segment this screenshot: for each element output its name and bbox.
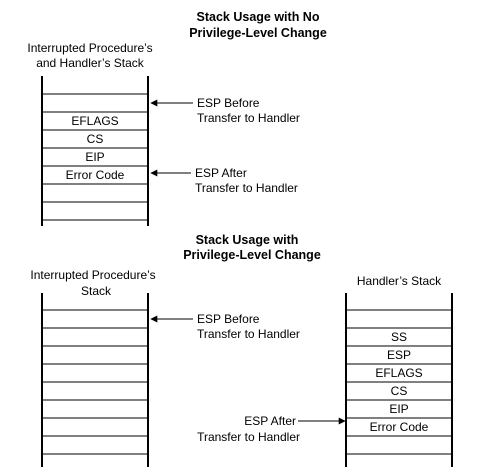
bottom-esp-after-line2: Transfer to Handler — [197, 430, 300, 444]
stack-cell: ESP — [387, 348, 411, 362]
top-esp-after-line2: Transfer to Handler — [195, 181, 298, 195]
stack-cell: Error Code — [66, 168, 125, 182]
handler-stack-label: Handler’s Stack — [357, 274, 442, 288]
stack-cell: EIP — [85, 150, 104, 164]
stack-cell: EFLAGS — [71, 114, 118, 128]
top-esp-before-line1: ESP Before — [197, 96, 260, 110]
bottom-esp-before-line2: Transfer to Handler — [197, 327, 300, 341]
bottom-left-label-line2: Stack — [81, 284, 112, 298]
stack-cell: CS — [87, 132, 104, 146]
bottom-left-label-line1: Interrupted Procedure’s — [30, 268, 155, 282]
top-stack-label-line1: Interrupted Procedure’s — [27, 41, 152, 55]
stack-cell: EFLAGS — [375, 366, 422, 380]
stack-cell: SS — [391, 330, 407, 344]
bottom-esp-after-line1: ESP After — [244, 414, 296, 428]
handler-stack: SS ESP EFLAGS CS EIP Error Code — [345, 293, 453, 467]
bottom-title-line2: Privilege-Level Change — [183, 248, 321, 262]
stack-cell: Error Code — [370, 420, 429, 434]
stack-cell: CS — [391, 384, 408, 398]
top-stack-label-line2: and Handler’s Stack — [36, 56, 145, 70]
top-esp-after-line1: ESP After — [195, 166, 247, 180]
top-title-line2: Privilege-Level Change — [189, 26, 327, 40]
bottom-left-stack — [41, 293, 149, 467]
stack-cell: EIP — [389, 402, 408, 416]
bottom-esp-before-line1: ESP Before — [197, 312, 260, 326]
top-esp-before-line2: Transfer to Handler — [197, 111, 300, 125]
top-stack: EFLAGS CS EIP Error Code — [41, 76, 149, 226]
top-title-line1: Stack Usage with No — [197, 10, 320, 24]
bottom-title-line1: Stack Usage with — [196, 233, 299, 247]
